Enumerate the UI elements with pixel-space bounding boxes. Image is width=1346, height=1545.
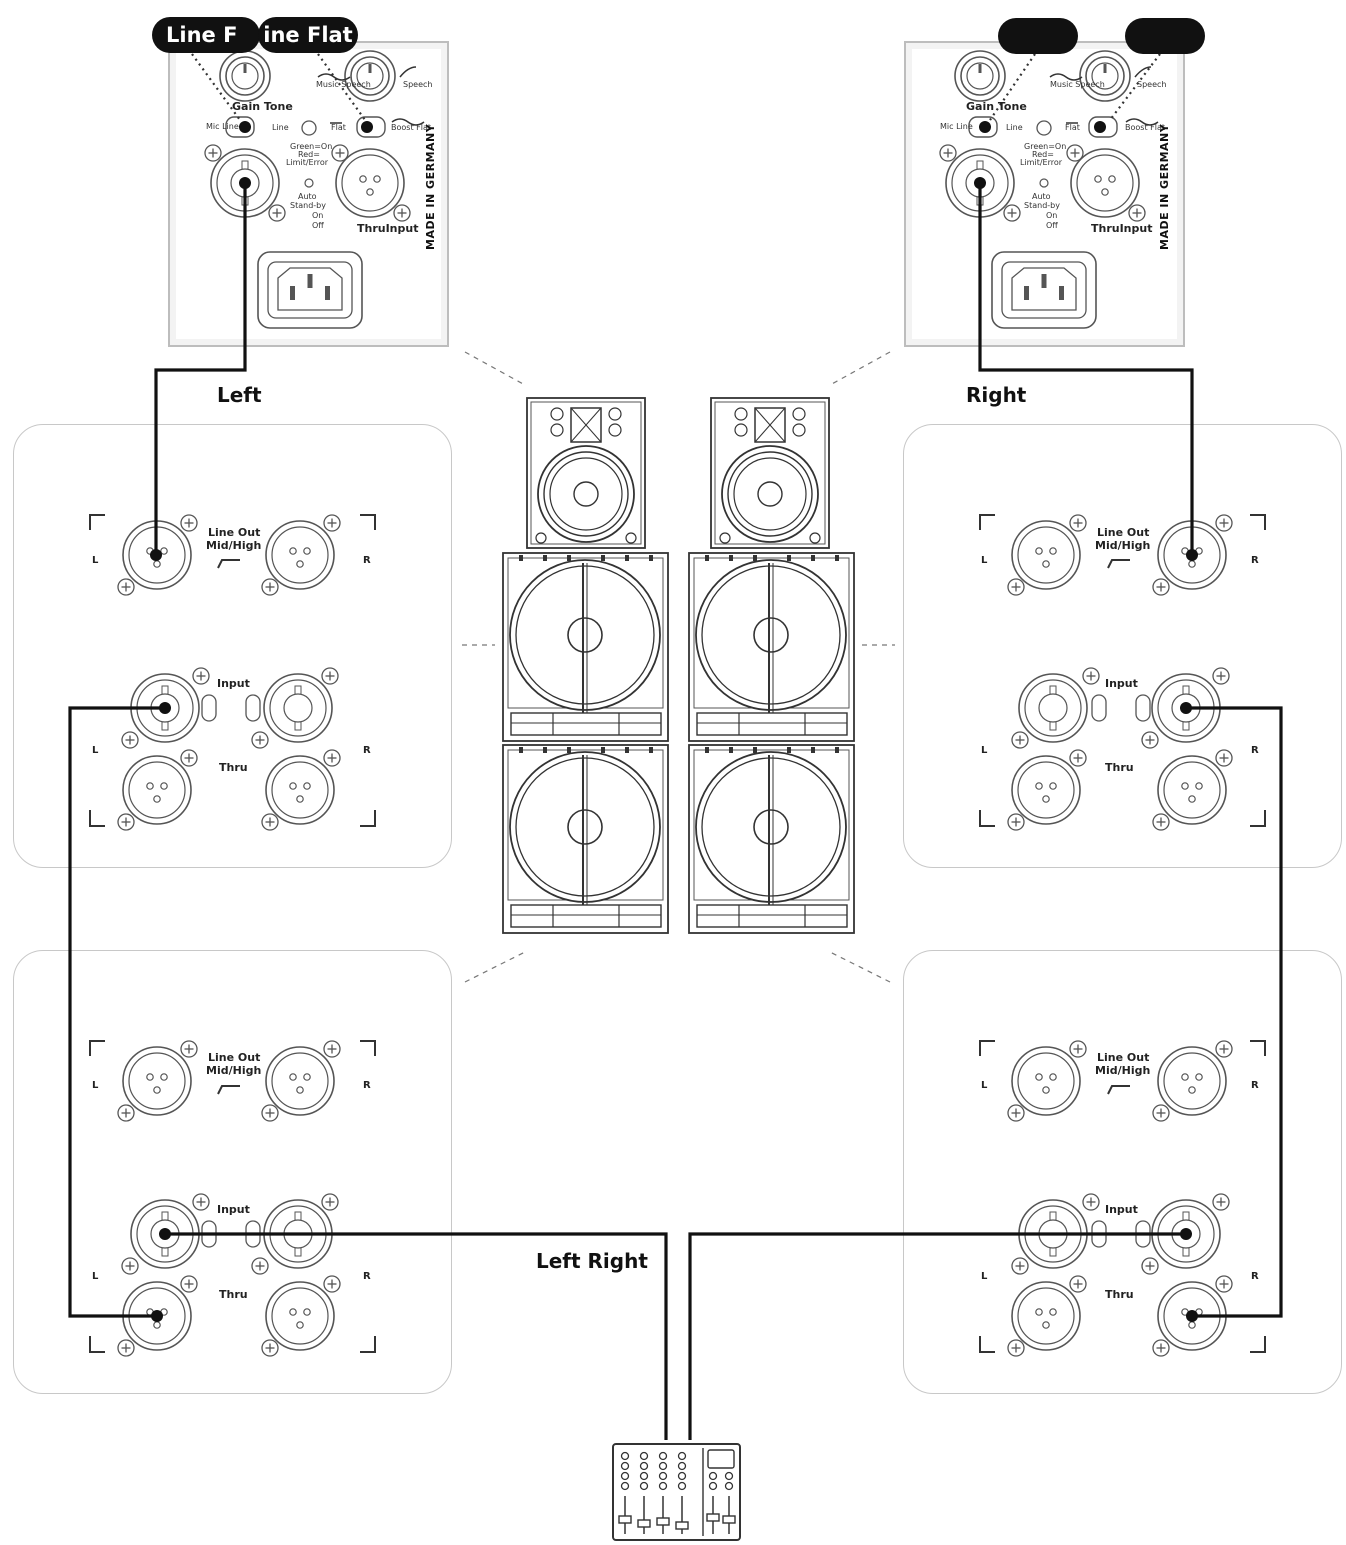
tr-on-label: On	[1046, 211, 1058, 220]
tl-green-on-label: Green=On	[290, 142, 333, 151]
tr-red-label: Red=	[1032, 150, 1054, 159]
tr-gain-tone-label: Gain Tone	[966, 100, 1027, 113]
bl-line-out-label: Line Out	[208, 1051, 261, 1064]
tl-stand-by-label: Stand-by	[290, 201, 326, 210]
br-r-top: R	[1251, 1080, 1259, 1091]
mixer	[612, 1443, 741, 1541]
tl-line-label: Line	[272, 123, 289, 132]
speaker-stack-left	[502, 397, 669, 934]
tl-r-top: R	[363, 555, 371, 566]
tl-off-label: Off	[312, 221, 324, 230]
guide-lines	[462, 351, 895, 983]
tl-auto-label: Auto	[298, 192, 317, 201]
bl-l-bottom: L	[92, 1271, 99, 1282]
br-r-bottom: R	[1251, 1271, 1259, 1282]
tl-mid-high-label: Mid/High	[206, 539, 262, 552]
tl-made-in-label: MADE IN GERMANY	[424, 123, 437, 250]
sub-panel-top-left-connectors	[89, 514, 376, 831]
tr-green-on-label: Green=On	[1024, 142, 1067, 151]
tr-thru-label: Thru	[1105, 761, 1134, 774]
tr-r-bottom: R	[1251, 745, 1259, 756]
br-l-bottom: L	[981, 1271, 988, 1282]
top-left-pill-1: Line F	[152, 17, 260, 53]
tr-r-top: R	[1251, 555, 1259, 566]
sub-panel-top-left	[13, 424, 452, 868]
bl-l-top: L	[92, 1080, 99, 1091]
tr-stand-by-label: Stand-by	[1024, 201, 1060, 210]
br-input-label: Input	[1105, 1203, 1138, 1216]
tl-r-bottom: R	[363, 745, 371, 756]
tr-mid-high-label: Mid/High	[1095, 539, 1151, 552]
bl-mid-high-label: Mid/High	[206, 1064, 262, 1077]
tl-l-top: L	[92, 555, 99, 566]
cables	[68, 183, 1283, 1440]
tr-flat-label: Flat	[1065, 123, 1080, 132]
tr-speech-label: Speech	[1137, 80, 1167, 89]
sub-panel-top-right-connectors	[979, 514, 1266, 831]
speaker-stack-right	[688, 397, 855, 934]
tr-line-label: Line	[1006, 123, 1023, 132]
tl-flat-label: Flat	[331, 123, 346, 132]
tl-speech-label: Speech	[403, 80, 433, 89]
tl-l-bottom: L	[92, 745, 99, 756]
sub-panel-bottom-right	[903, 950, 1342, 1394]
tr-line-out-label: Line Out	[1097, 526, 1150, 539]
top-right-amp-controls	[939, 50, 1159, 329]
top-left-pill-2: ine Flat	[258, 17, 358, 53]
sub-panel-bottom-left	[13, 950, 452, 1394]
top-right-pill-1	[998, 18, 1078, 54]
br-thru-label: Thru	[1105, 1288, 1134, 1301]
sub-panel-top-right	[903, 424, 1342, 868]
tr-music-speech-label: Music Speech	[1050, 80, 1105, 89]
tl-line-out-label: Line Out	[208, 526, 261, 539]
tl-on-label: On	[312, 211, 324, 220]
tr-off-label: Off	[1046, 221, 1058, 230]
tr-thru-input-label: ThruInput	[1091, 222, 1153, 235]
tl-boost-flat-label: Boost Flat	[391, 123, 431, 132]
tr-boost-flat-label: Boost Flat	[1125, 123, 1165, 132]
caption-left-right: Left Right	[536, 1249, 648, 1273]
sub-panel-bottom-right-connectors	[979, 1040, 1266, 1357]
tr-made-in-label: MADE IN GERMANY	[1158, 123, 1171, 250]
sub-panel-bottom-left-connectors	[89, 1040, 376, 1357]
tr-l-top: L	[981, 555, 988, 566]
tl-thru-input-label: ThruInput	[357, 222, 419, 235]
pill-callouts	[191, 53, 1161, 121]
br-l-top: L	[981, 1080, 988, 1091]
bl-thru-label: Thru	[219, 1288, 248, 1301]
br-line-out-label: Line Out	[1097, 1051, 1150, 1064]
tl-input-label: Input	[217, 677, 250, 690]
tr-auto-label: Auto	[1032, 192, 1051, 201]
bl-r-bottom: R	[363, 1271, 371, 1282]
tl-limit-error-label: Limit/Error	[286, 158, 329, 167]
tl-red-label: Red=	[298, 150, 320, 159]
tl-thru-label: Thru	[219, 761, 248, 774]
bl-input-label: Input	[217, 1203, 250, 1216]
cable-plugs	[150, 177, 1198, 1322]
top-right-pill-2	[1125, 18, 1205, 54]
tr-mic-line-label: Mic Line	[940, 122, 973, 131]
br-mid-high-label: Mid/High	[1095, 1064, 1151, 1077]
tr-input-label: Input	[1105, 677, 1138, 690]
tl-gain-tone-label: Gain Tone	[232, 100, 293, 113]
bl-r-top: R	[363, 1080, 371, 1091]
caption-right: Right	[966, 383, 1027, 407]
tr-limit-error-label: Limit/Error	[1020, 158, 1063, 167]
top-left-amp-controls	[204, 50, 425, 329]
caption-left: Left	[217, 383, 262, 407]
tl-mic-line-label: Mic Line	[206, 122, 239, 131]
tl-music-speech-label: Music Speech	[316, 80, 371, 89]
tr-l-bottom: L	[981, 745, 988, 756]
